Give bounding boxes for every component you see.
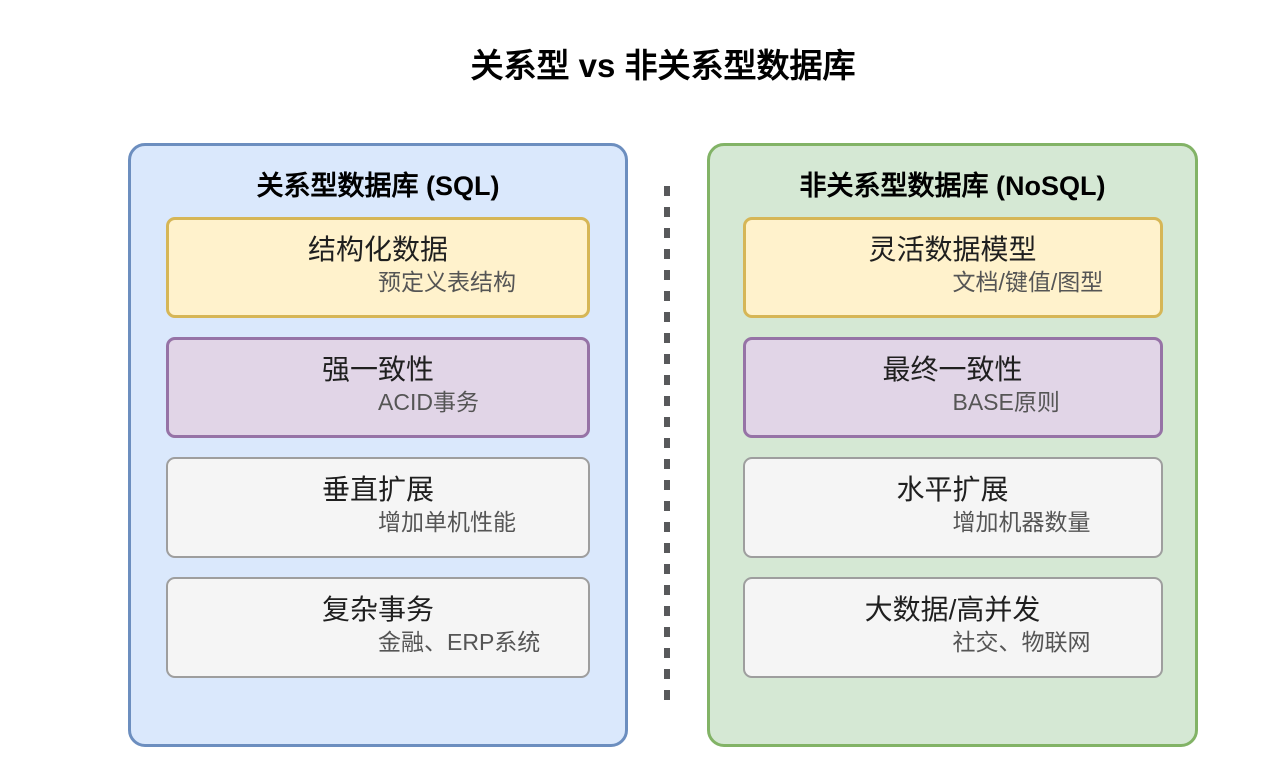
card-structured-data: 结构化数据 预定义表结构 <box>166 217 590 318</box>
card-bigdata-high-concurrency: 大数据/高并发 社交、物联网 <box>742 577 1163 678</box>
card-subtitle: 增加机器数量 <box>952 509 1091 535</box>
card-title: 灵活数据模型 <box>868 234 1037 265</box>
card-subtitle: 文档/键值/图型 <box>952 269 1104 295</box>
card-title: 复杂事务 <box>321 594 434 625</box>
card-title: 水平扩展 <box>896 474 1009 505</box>
card-complex-transactions: 复杂事务 金融、ERP系统 <box>166 577 590 678</box>
card-horizontal-scaling: 水平扩展 增加机器数量 <box>742 457 1163 558</box>
card-eventual-consistency: 最终一致性 BASE原则 <box>742 337 1163 438</box>
card-subtitle: 增加单机性能 <box>378 509 516 535</box>
card-subtitle: 金融、ERP系统 <box>378 629 541 655</box>
card-subtitle: ACID事务 <box>378 389 479 415</box>
card-title: 大数据/高并发 <box>864 594 1041 625</box>
diagram-title: 关系型 vs 非关系型数据库 <box>470 47 856 84</box>
panel-sql: 关系型数据库 (SQL) 结构化数据 预定义表结构 强一致性 ACID事务 垂直… <box>128 143 628 747</box>
card-subtitle: 社交、物联网 <box>952 629 1091 655</box>
panel-nosql: 非关系型数据库 (NoSQL) 灵活数据模型 文档/键值/图型 最终一致性 BA… <box>707 143 1198 747</box>
card-flexible-data-model: 灵活数据模型 文档/键值/图型 <box>742 217 1163 318</box>
card-title: 强一致性 <box>321 354 434 385</box>
card-subtitle: BASE原则 <box>952 389 1060 415</box>
dashed-divider <box>664 186 670 710</box>
card-strong-consistency: 强一致性 ACID事务 <box>166 337 590 438</box>
card-subtitle: 预定义表结构 <box>378 269 516 295</box>
card-title: 结构化数据 <box>307 234 448 265</box>
card-title: 垂直扩展 <box>321 474 434 505</box>
panel-nosql-header: 非关系型数据库 (NoSQL) <box>799 171 1106 201</box>
panel-sql-header: 关系型数据库 (SQL) <box>256 171 500 201</box>
card-vertical-scaling: 垂直扩展 增加单机性能 <box>166 457 590 558</box>
card-title: 最终一致性 <box>882 354 1023 385</box>
